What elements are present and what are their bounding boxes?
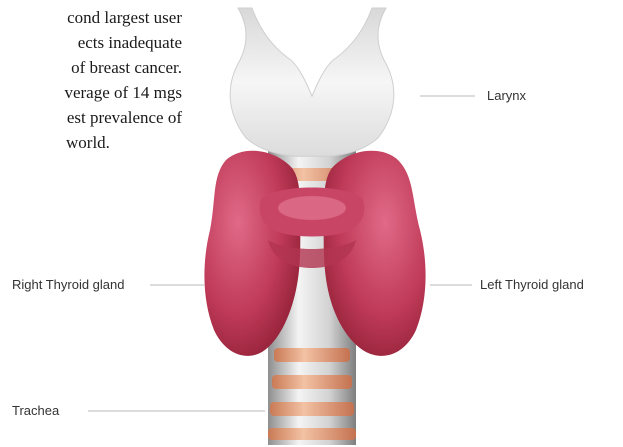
label-trachea: Trachea bbox=[12, 403, 59, 418]
label-right-thyroid-gland: Right Thyroid gland bbox=[12, 277, 125, 292]
label-larynx: Larynx bbox=[487, 88, 526, 103]
label-left-thyroid-gland: Left Thyroid gland bbox=[480, 277, 584, 292]
larynx bbox=[230, 8, 394, 156]
